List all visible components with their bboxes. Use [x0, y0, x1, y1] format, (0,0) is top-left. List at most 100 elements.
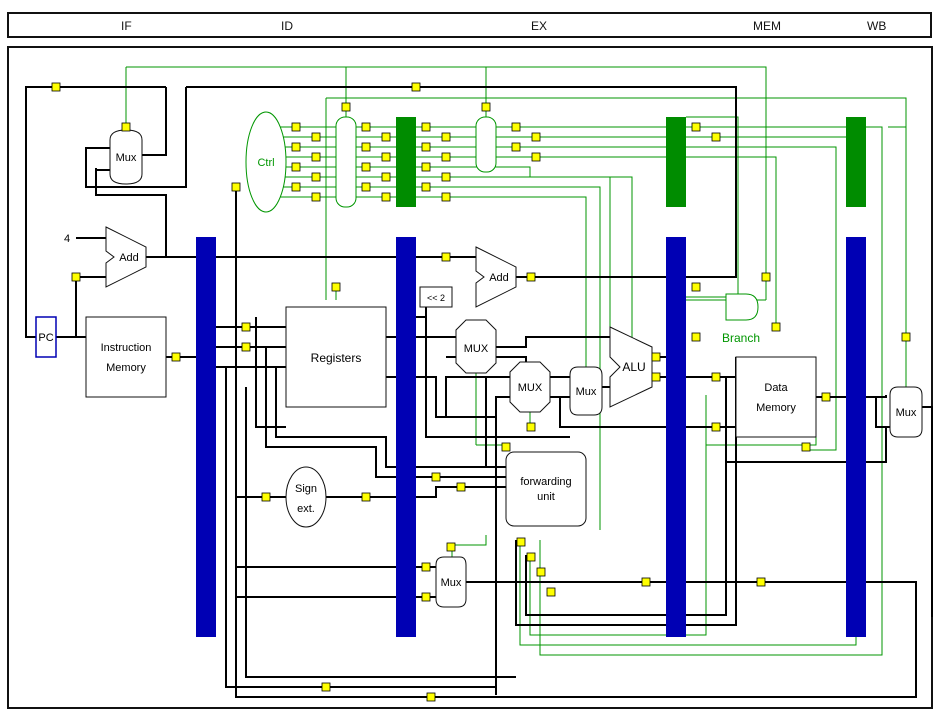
probe-point[interactable] [526, 272, 536, 282]
control-hazard-mux-ex[interactable] [475, 116, 497, 173]
probe-point[interactable] [291, 182, 301, 192]
probe-point[interactable] [421, 122, 431, 132]
probe-point[interactable] [441, 252, 451, 262]
probe-point[interactable] [261, 492, 271, 502]
probe-point[interactable] [456, 482, 466, 492]
write-back-mux[interactable] [889, 386, 923, 438]
probe-point[interactable] [311, 152, 321, 162]
probe-point[interactable] [121, 122, 131, 132]
forward-a-mux[interactable] [455, 319, 497, 374]
branch-label: Branch [722, 331, 760, 345]
probe-point[interactable] [291, 142, 301, 152]
probe-point[interactable] [546, 587, 556, 597]
alu-source-mux[interactable] [569, 366, 603, 416]
register-file[interactable] [285, 306, 387, 408]
probe-point[interactable] [311, 172, 321, 182]
probe-point[interactable] [241, 342, 251, 352]
shift-left-two[interactable] [419, 286, 453, 308]
probe-point[interactable] [526, 552, 536, 562]
probe-point[interactable] [311, 132, 321, 142]
probe-point[interactable] [51, 82, 61, 92]
probe-point[interactable] [446, 542, 456, 552]
pc-register[interactable] [35, 316, 57, 358]
probe-point[interactable] [421, 162, 431, 172]
probe-point[interactable] [71, 272, 81, 282]
stage-label-ex[interactable]: EX [531, 19, 548, 33]
probe-point[interactable] [421, 562, 431, 572]
probe-point[interactable] [711, 422, 721, 432]
mem-wb-register [846, 237, 866, 637]
probe-point[interactable] [821, 392, 831, 402]
probe-point[interactable] [321, 682, 331, 692]
probe-point[interactable] [761, 272, 771, 282]
probe-point[interactable] [691, 122, 701, 132]
probe-point[interactable] [501, 442, 511, 452]
probe-point[interactable] [691, 282, 701, 292]
stage-label-id[interactable]: ID [281, 19, 293, 33]
probe-point[interactable] [361, 182, 371, 192]
probe-point[interactable] [431, 472, 441, 482]
register-destination-mux[interactable] [435, 556, 467, 608]
probe-point[interactable] [291, 162, 301, 172]
probe-point[interactable] [511, 122, 521, 132]
probe-point[interactable] [341, 102, 351, 112]
register-file-label: Registers [311, 351, 362, 365]
sign-extend[interactable] [285, 466, 327, 528]
stage-label-wb[interactable]: WB [867, 19, 887, 33]
probe-point[interactable] [331, 282, 341, 292]
probe-point[interactable] [441, 192, 451, 202]
probe-point[interactable] [641, 577, 651, 587]
data-memory[interactable] [735, 356, 817, 438]
probe-point[interactable] [231, 182, 241, 192]
probe-point[interactable] [711, 372, 721, 382]
probe-point[interactable] [421, 592, 431, 602]
probe-point[interactable] [426, 692, 436, 702]
probe-point[interactable] [651, 372, 661, 382]
probe-point[interactable] [526, 422, 536, 432]
probe-point[interactable] [311, 192, 321, 202]
probe-point[interactable] [381, 132, 391, 142]
probe-point[interactable] [531, 152, 541, 162]
stage-label-mem[interactable]: MEM [753, 19, 781, 33]
probe-point[interactable] [711, 132, 721, 142]
probe-point[interactable] [361, 122, 371, 132]
probe-point[interactable] [771, 322, 781, 332]
pc-adder-label: Add [119, 252, 139, 264]
probe-point[interactable] [516, 537, 526, 547]
probe-point[interactable] [756, 577, 766, 587]
probe-point[interactable] [381, 152, 391, 162]
stage-label-if[interactable]: IF [121, 19, 132, 33]
probe-point[interactable] [361, 142, 371, 152]
probe-point[interactable] [421, 142, 431, 152]
forwarding-unit[interactable] [505, 451, 587, 527]
probe-point[interactable] [651, 352, 661, 362]
probe-point[interactable] [511, 142, 521, 152]
probe-point[interactable] [171, 352, 181, 362]
branch-adder[interactable] [475, 246, 517, 308]
probe-point[interactable] [411, 82, 421, 92]
probe-point[interactable] [801, 442, 811, 452]
probe-point[interactable] [361, 162, 371, 172]
probe-point[interactable] [441, 152, 451, 162]
forward-b-mux[interactable] [509, 361, 551, 413]
probe-point[interactable] [536, 567, 546, 577]
probe-point[interactable] [241, 322, 251, 332]
branch-and-gate[interactable] [725, 293, 759, 321]
probe-point[interactable] [441, 132, 451, 142]
probe-point[interactable] [381, 192, 391, 202]
probe-point[interactable] [901, 332, 911, 342]
instruction-memory[interactable] [85, 316, 167, 398]
probe-point[interactable] [441, 172, 451, 182]
probe-point[interactable] [381, 172, 391, 182]
probe-point[interactable] [421, 182, 431, 192]
pc-mux[interactable] [109, 129, 143, 185]
control-unit[interactable] [245, 111, 287, 213]
mem-wb-control-register [846, 117, 866, 207]
probe-point[interactable] [691, 332, 701, 342]
probe-point[interactable] [361, 492, 371, 502]
probe-point[interactable] [481, 102, 491, 112]
pc-adder[interactable] [105, 226, 147, 288]
probe-point[interactable] [531, 132, 541, 142]
control-hazard-mux-id[interactable] [335, 116, 357, 208]
probe-point[interactable] [291, 122, 301, 132]
